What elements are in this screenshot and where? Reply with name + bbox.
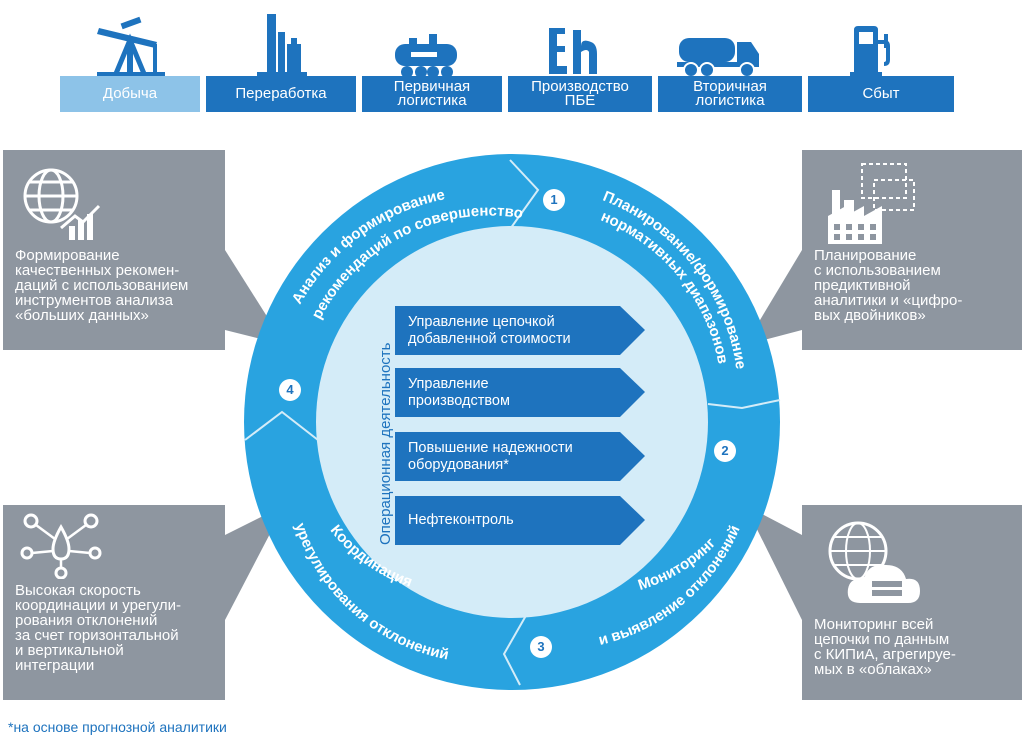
segment-3-number: 3 <box>530 636 552 658</box>
box-bottom-left-text: Высокая скорость координации и урегули- … <box>15 582 182 674</box>
network-drop-icon <box>17 509 107 582</box>
stage-primary-logistics: Первичная логистика <box>362 76 502 112</box>
rail-tank-icon <box>371 8 481 80</box>
chevron-2 <box>707 399 781 410</box>
stage-sales: Сбыт <box>808 76 954 112</box>
tanker-truck-icon <box>662 8 772 80</box>
operation-2: Управление производством <box>408 375 510 409</box>
cloud-server-icon <box>820 515 930 618</box>
operation-arrow-4 <box>395 496 645 545</box>
operation-1: Управление цепочкой добавленной стоимост… <box>408 313 571 347</box>
stage-dobycha: Добыча <box>60 76 200 112</box>
stage-pererabotka: Переработка <box>206 76 356 112</box>
segment-4-number: 4 <box>279 379 301 401</box>
operation-arrow-2 <box>395 368 645 417</box>
production-icon <box>515 8 625 80</box>
box-top-left: Формирование качественных рекомен- даций… <box>3 150 225 350</box>
operation-arrow-1 <box>395 306 645 355</box>
segment-2-number: 2 <box>714 440 736 462</box>
box-top-right-text: Планирование с использованием предиктивн… <box>814 247 963 324</box>
box-top-right: Планирование с использованием предиктивн… <box>802 150 1022 350</box>
operation-3: Повышение надежности оборудования* <box>408 439 573 473</box>
box-bottom-left: Высокая скорость координации и урегули- … <box>3 505 225 700</box>
segment-1-number: 1 <box>543 189 565 211</box>
refinery-icon <box>226 8 336 80</box>
fuel-pump-icon <box>814 8 924 80</box>
footnote: *на основе прогнозной аналитики <box>8 719 227 735</box>
center-title: Операционная деятельность <box>377 342 394 545</box>
operation-4: Нефтеконтроль <box>408 512 514 528</box>
chevron-3 <box>502 611 529 686</box>
operation-arrow-3 <box>395 432 645 481</box>
box-bottom-right-text: Мониторинг всей цепочки по данным с КИПи… <box>814 616 956 678</box>
digital-twin-factory-icon <box>822 160 942 253</box>
stage-production: Производство ПБЕ <box>508 76 652 112</box>
stage-secondary-logistics: Вторичная логистика <box>658 76 802 112</box>
box-bottom-right: Мониторинг всей цепочки по данным с КИПи… <box>802 505 1022 700</box>
callout-pointer-bottom-right <box>745 505 802 620</box>
globe-analytics-icon <box>17 162 103 249</box>
box-top-left-text: Формирование качественных рекомен- даций… <box>15 247 189 324</box>
chevron-1 <box>507 159 540 233</box>
chevron-4 <box>244 410 319 441</box>
